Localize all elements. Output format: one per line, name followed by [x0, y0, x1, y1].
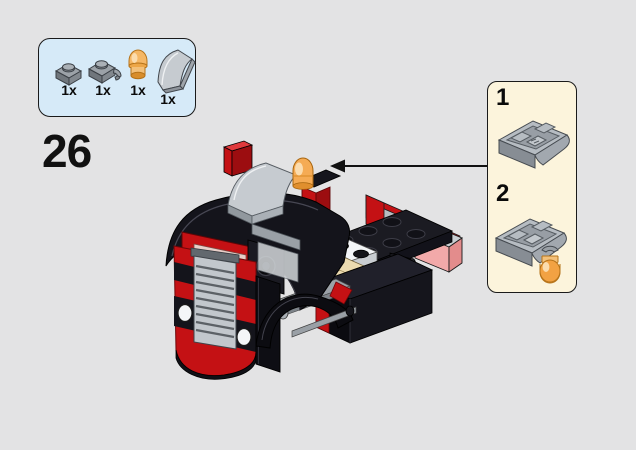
roof-slope-piece [227, 162, 297, 225]
substep-2-label: 2 [496, 180, 510, 207]
grille [190, 247, 240, 350]
red-wedge [329, 281, 353, 305]
substep-1-label: 1 [496, 84, 510, 111]
part-count: 1x [95, 82, 111, 98]
slope-curved-2x2-gray-icon [157, 49, 196, 94]
step-number: 26 [42, 125, 92, 177]
part-count: 1x [61, 82, 77, 98]
headlight-right [236, 327, 252, 347]
plate-1x1-gray-icon [54, 63, 83, 86]
wheel-arch [255, 293, 357, 349]
substeps-panel: 1 2 [487, 81, 577, 293]
part-count: 1x [160, 91, 176, 107]
side-window [251, 223, 301, 283]
part-count: 1x [130, 82, 146, 98]
red-roof-post [222, 140, 254, 177]
callout-arrow [330, 159, 489, 173]
headlight-left [177, 303, 193, 323]
orange-roof-light [292, 157, 314, 190]
substep-2-illustration [494, 218, 567, 284]
light-dome-trans-orange-icon [128, 49, 148, 80]
parts-callout-box: 1x 1x 1x 1x [38, 38, 196, 117]
substep-1-illustration [497, 120, 570, 169]
plate-1x1-clip-gray-icon [87, 60, 122, 84]
